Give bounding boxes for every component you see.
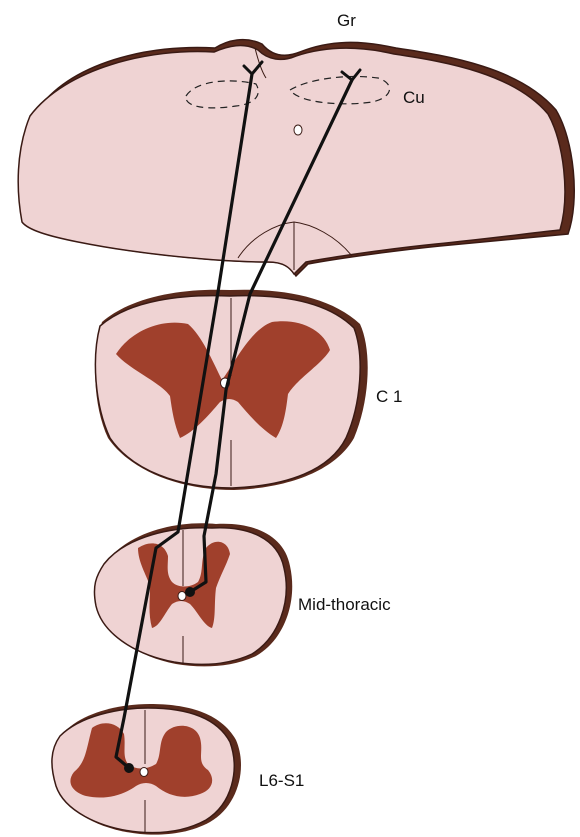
label-l6-s1: L6-S1 — [259, 771, 304, 790]
l6-s1-section — [52, 704, 241, 835]
label-gr: Gr — [337, 11, 356, 30]
label-cu: Cu — [403, 88, 425, 107]
cell-body-l6-s1 — [124, 763, 134, 773]
medulla-central-canal — [294, 125, 302, 135]
l6-s1-central-canal — [140, 768, 148, 777]
c1-section — [95, 290, 368, 490]
medulla-section — [18, 40, 574, 276]
label-c1: C 1 — [376, 387, 402, 406]
cell-body-mid-thoracic — [185, 587, 195, 597]
label-mid-thoracic: Mid-thoracic — [298, 595, 391, 614]
mid-thoracic-central-canal — [178, 592, 186, 601]
